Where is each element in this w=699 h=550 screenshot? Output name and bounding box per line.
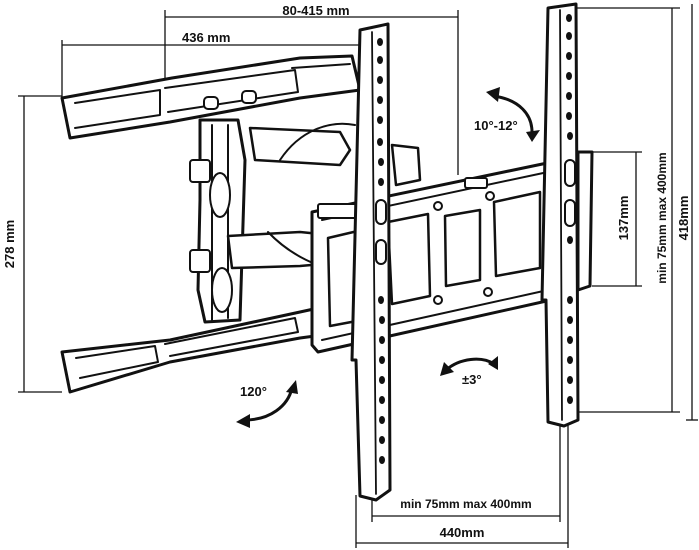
swivel-arrow-icon — [236, 380, 298, 428]
label-total-height: 418mm — [676, 196, 691, 241]
label-tilt: 10°-12° — [474, 118, 518, 133]
label-vesa-horizontal: min 75mm max 400mm — [400, 497, 531, 511]
label-rotation: ±3° — [462, 372, 482, 387]
label-center-plate-height: 137mm — [616, 196, 631, 241]
label-total-width: 440mm — [440, 525, 485, 540]
tilt-arrow-icon — [486, 87, 540, 142]
center-plate-tab — [576, 150, 594, 292]
rotation-arrow-icon — [440, 356, 498, 376]
label-arm-length: 436 mm — [182, 30, 230, 45]
right-vertical-bracket — [540, 2, 580, 428]
left-vertical-bracket — [350, 22, 392, 502]
wall-joint — [189, 118, 247, 324]
label-vesa-vertical: min 75mm max 400mm — [655, 152, 669, 283]
label-swivel: 120° — [240, 384, 267, 399]
label-wall-plate-height: 278 mm — [2, 220, 17, 268]
tv-plate — [310, 160, 562, 354]
dimension-lines — [18, 4, 698, 548]
label-arm-reach: 80-415 mm — [282, 3, 349, 18]
